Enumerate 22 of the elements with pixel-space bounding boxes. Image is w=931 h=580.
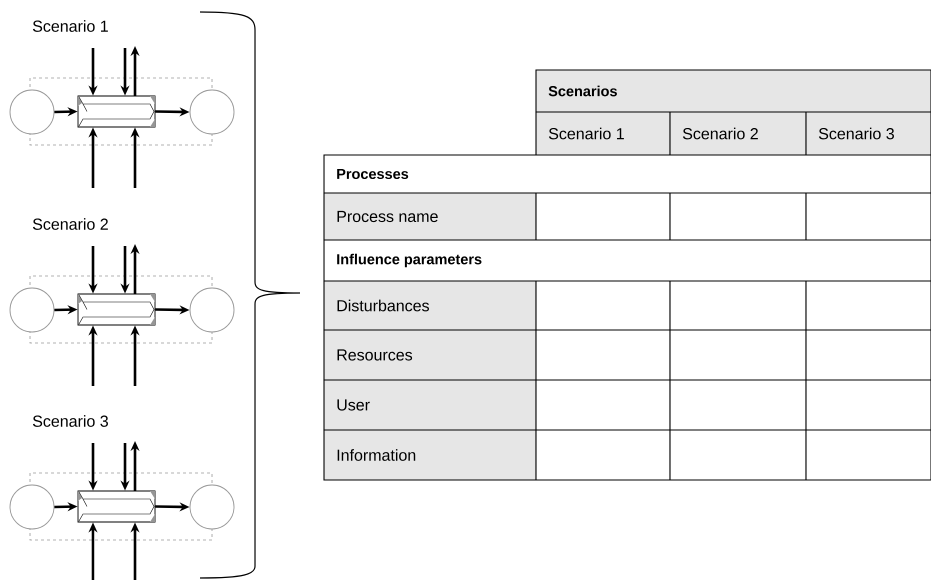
table-cell: Resources: [323, 329, 537, 381]
table-cell: Disturbances: [323, 280, 537, 331]
table-cell: Scenario 3: [805, 111, 931, 156]
scenario-label: Scenario 3: [32, 415, 108, 427]
process-box: [78, 96, 156, 128]
scenario-label: Scenario 2: [32, 218, 108, 230]
table-cell: Information: [323, 429, 537, 481]
process-box: [78, 490, 156, 522]
table-cell: Scenario 2: [669, 111, 807, 156]
table-cell: Influence parameters: [323, 239, 931, 282]
circle-node: [10, 90, 54, 134]
circle-node: [190, 90, 234, 134]
circle-node: [190, 288, 234, 332]
table-cell: Process name: [323, 192, 537, 241]
circle-node: [10, 288, 54, 332]
circle-node: [190, 484, 234, 530]
scenario-label: Scenario 1: [32, 20, 108, 32]
process-box: [78, 294, 156, 326]
table-cell: Processes: [323, 154, 931, 194]
circle-node: [10, 484, 54, 530]
table-cell: Scenario 1: [535, 111, 671, 156]
table-cell: User: [323, 379, 537, 431]
